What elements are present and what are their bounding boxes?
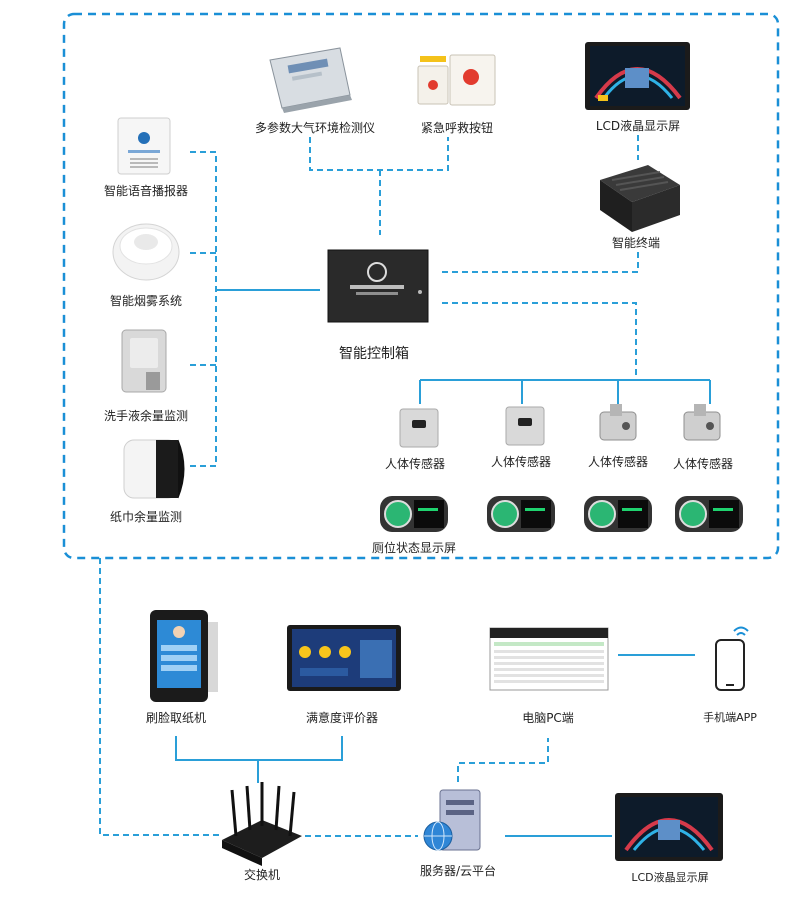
satisfaction-device xyxy=(287,625,401,691)
sensor-4-label: 人体传感器 xyxy=(672,457,734,471)
soap-monitor-device xyxy=(121,329,167,393)
status-screen-2 xyxy=(487,496,555,532)
smoke-label: 智能烟雾系统 xyxy=(109,294,183,308)
sensor-2-label: 人体传感器 xyxy=(490,455,552,469)
voice-announcer-device xyxy=(117,117,171,175)
connector-kiosks xyxy=(175,736,343,761)
sensor-4-device xyxy=(683,404,721,441)
mobile-phone-icon xyxy=(715,639,745,691)
connectors xyxy=(99,135,711,837)
connector-server-pc xyxy=(457,738,549,782)
tissue-label: 纸巾余量监测 xyxy=(109,510,183,524)
control-box-device xyxy=(327,249,429,323)
mobile-label: 手机端APP xyxy=(703,711,757,724)
status-screen-1 xyxy=(380,496,448,532)
status-screen-4 xyxy=(675,496,743,532)
control-box-label: 智能控制箱 xyxy=(339,346,409,362)
lcd-bottom-display xyxy=(615,793,723,861)
server-label: 服务器/云平台 xyxy=(419,864,497,878)
air-monitor-label: 多参数大气环境检测仪 xyxy=(254,121,376,135)
face-paper-machine-device xyxy=(150,610,218,702)
connector-left-bus xyxy=(190,151,217,467)
lcd-bottom-label: LCD液晶显示屏 xyxy=(631,871,709,884)
voice-label: 智能语音播报器 xyxy=(103,184,189,198)
sensor-3-device xyxy=(599,404,637,441)
system-frame xyxy=(62,12,780,560)
connector-box-sensors xyxy=(442,302,637,380)
connector-top-devices xyxy=(309,137,449,171)
wifi-signal-icon xyxy=(733,626,749,636)
air-monitor-device xyxy=(269,47,352,113)
sensor-2-device xyxy=(505,406,545,446)
emergency-button-label: 紧急呼救按钮 xyxy=(420,121,494,135)
soap-label: 洗手液余量监测 xyxy=(103,409,189,423)
smoke-detector-device xyxy=(112,223,180,281)
connector-box-terminal xyxy=(442,250,639,273)
pc-screen-device xyxy=(489,627,609,691)
pc-label: 电脑PC端 xyxy=(522,711,574,725)
lcd-top-display xyxy=(585,42,690,110)
connector-frame-switch xyxy=(99,558,222,836)
satisfaction-label: 满意度评价器 xyxy=(305,711,379,725)
emergency-button-device xyxy=(417,54,496,106)
switch-router-icon xyxy=(222,782,302,866)
server-cloud-icon xyxy=(423,789,481,851)
status-screen-label: 厕位状态显示屏 xyxy=(371,541,457,555)
smart-terminal-device xyxy=(600,165,680,232)
switch-label: 交换机 xyxy=(243,868,281,882)
lcd-top-label: LCD液晶显示屏 xyxy=(595,119,681,133)
sensor-1-label: 人体传感器 xyxy=(384,457,446,471)
tissue-monitor-device xyxy=(123,439,185,499)
face-machine-label: 刷脸取纸机 xyxy=(145,711,207,725)
sensor-3-label: 人体传感器 xyxy=(587,455,649,469)
status-screen-3 xyxy=(584,496,652,532)
sensor-1-device xyxy=(399,408,439,448)
terminal-label: 智能终端 xyxy=(611,236,661,250)
